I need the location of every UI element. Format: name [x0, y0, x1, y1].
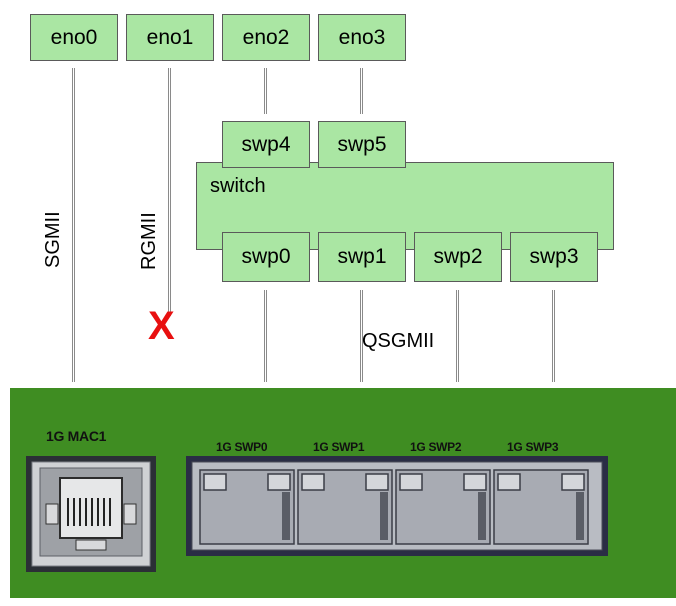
sgmii-label: SGMII [42, 211, 64, 268]
mac1-rj45-connector [26, 456, 156, 572]
board-photo: 1G MAC1 1G SWP0 1G SWP1 1G SWP2 1G SWP3 [10, 388, 676, 598]
switch-label: switch [210, 175, 266, 197]
swp2-link [456, 290, 459, 382]
eno3-label: eno3 [338, 25, 386, 49]
qsgmii-label: QSGMII [362, 330, 435, 352]
sgmii-link [72, 68, 75, 382]
swp4-label: swp4 [241, 132, 291, 156]
eno0-label: eno0 [50, 25, 98, 49]
swp1-link [360, 290, 363, 382]
swp1-board-label: 1G SWP1 [313, 440, 365, 454]
mac1-label: 1G MAC1 [46, 428, 107, 444]
eno1-box: eno1 [126, 14, 214, 61]
eno2-swp4-link [264, 68, 267, 114]
eno2-box: eno2 [222, 14, 310, 61]
swp2-label: swp2 [433, 245, 483, 268]
eno3-box: eno3 [318, 14, 406, 61]
swp3-box: swp3 [510, 232, 598, 282]
swp1-box: swp1 [318, 232, 406, 282]
swp3-link [552, 290, 555, 382]
swp3-board-label: 1G SWP3 [507, 440, 559, 454]
eno2-label: eno2 [242, 25, 290, 49]
eno0-box: eno0 [30, 14, 118, 61]
eno1-label: eno1 [146, 25, 194, 49]
swp4-box: swp4 [222, 121, 310, 168]
swp0-label: swp0 [241, 245, 291, 268]
eno3-swp5-link [360, 68, 363, 114]
rgmii-link [168, 68, 171, 316]
swp-rj45-block [186, 456, 608, 556]
swp5-box: swp5 [318, 121, 406, 168]
swp2-box: swp2 [414, 232, 502, 282]
swp3-label: swp3 [529, 245, 579, 268]
swp5-label: swp5 [337, 132, 387, 156]
rgmii-label: RGMII [138, 212, 160, 270]
swp0-box: swp0 [222, 232, 310, 282]
swp1-label: swp1 [337, 245, 387, 268]
swp2-board-label: 1G SWP2 [410, 440, 462, 454]
swp0-board-label: 1G SWP0 [216, 440, 268, 454]
disconnected-x-icon: X [148, 304, 175, 348]
swp0-link [264, 290, 267, 382]
